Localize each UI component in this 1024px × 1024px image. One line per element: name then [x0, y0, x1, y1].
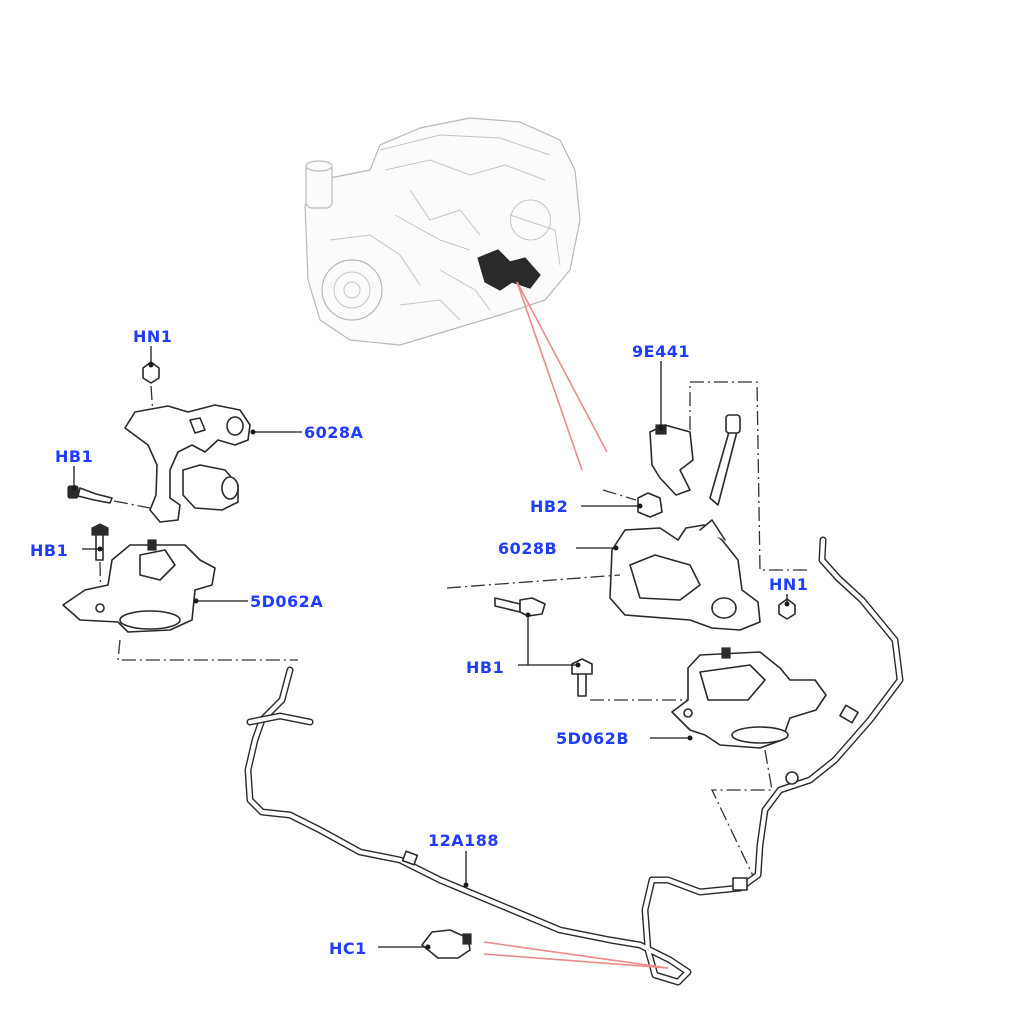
label-9e441: 9E441	[632, 342, 690, 361]
label-hb1-left: HB1	[30, 541, 68, 560]
bolt-hb1-a	[494, 597, 521, 613]
bolt-hb1-b	[577, 671, 587, 697]
label-5d062a: 5D062A	[250, 592, 323, 611]
highlight-line	[516, 281, 583, 471]
clip-hc1	[421, 929, 669, 969]
label-5d062b: 5D062B	[556, 729, 629, 748]
leader-lines	[71, 346, 790, 950]
engine-overview	[304, 117, 581, 346]
sensor-9e441	[649, 424, 694, 496]
label-hb1-upper: HB1	[55, 447, 93, 466]
pipe-12a188	[244, 536, 904, 986]
label-6028a: 6028A	[304, 423, 364, 442]
label-12a188: 12A188	[428, 831, 499, 850]
nut-hb2	[637, 492, 663, 518]
label-6028b: 6028B	[498, 539, 557, 558]
label-hc1: HC1	[329, 939, 367, 958]
right-mount-assembly	[446, 381, 827, 881]
bolt-hb1-upper	[77, 487, 113, 504]
bracket-6028a	[124, 404, 251, 523]
left-mount-assembly	[62, 361, 298, 661]
highlight-line	[516, 281, 608, 453]
label-hn1-top: HN1	[133, 327, 172, 346]
label-hb2: HB2	[530, 497, 568, 516]
label-hb1-lower: HB1	[466, 658, 504, 677]
label-hn1-right: HN1	[769, 575, 808, 594]
